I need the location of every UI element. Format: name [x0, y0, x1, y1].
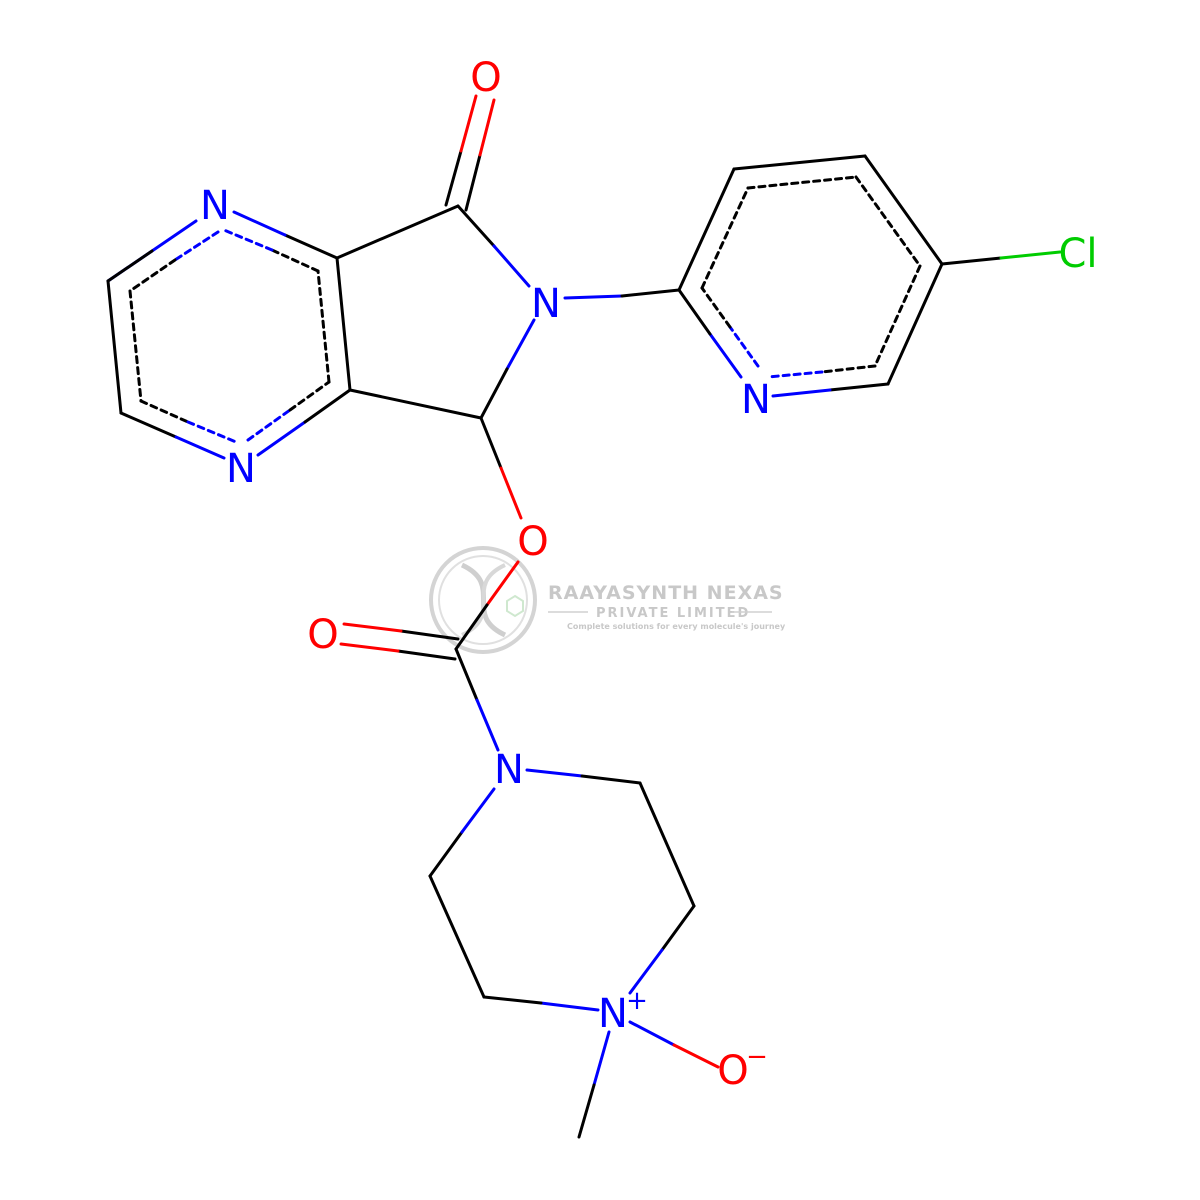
atom-cl: Cl [1058, 231, 1097, 277]
bond-pyridine-6 [708, 332, 743, 379]
bond-carbonyl-top-1 [444, 149, 463, 207]
bond-pyridine-arom-1 [700, 186, 750, 290]
bond-lactam-c-c [335, 204, 460, 260]
bond-c-cl [940, 256, 1003, 266]
bond-pyrazine-arom-6 [270, 248, 320, 273]
watermark-tagline: Complete solutions for every molecule's … [567, 622, 786, 631]
atom-n-pyrazine-top: N [200, 183, 230, 229]
atom-o-carbonyl-top: O [470, 55, 501, 101]
watermark-logo-icon [429, 546, 537, 654]
bond-pyrazine-arom-1 [173, 230, 220, 262]
atom-o-carbamate: O [307, 612, 338, 658]
atom-o-oxide: O [717, 1048, 748, 1094]
bond-pyrazine-c-n2 [119, 411, 178, 439]
bond-piperazine-1 [525, 768, 584, 778]
bond-pyridine-arom-6 [728, 325, 760, 368]
watermark-dna-strand-icon-2 [461, 563, 506, 637]
bond-carbamate-co-2b [339, 642, 400, 653]
bond-piperazine-5 [428, 874, 486, 999]
bond-lactam-n-c [505, 318, 536, 371]
bond-carbamate-co-1 [399, 629, 460, 641]
atom-n-pyridine: N [741, 377, 771, 423]
bond-o-c-carbamate-b [454, 603, 489, 651]
bond-lactam-n-c-b [479, 367, 509, 420]
bond-pyrazine-c-c [106, 279, 123, 415]
company-watermark: RAAYASYNTH NEXAS PRIVATE LIMITED Complet… [429, 546, 786, 654]
bond-pyridine-1 [677, 167, 736, 292]
bond-piperazine-4b [482, 995, 543, 1005]
bond-pyrazine-fusion [335, 256, 352, 392]
bond-pyridine-arom-5b [766, 370, 824, 379]
bond-pyrazine-arom-4 [246, 408, 292, 442]
bond-pyrazine-arom-6b [222, 228, 274, 252]
bond-lactam-c-c2 [348, 388, 483, 420]
atom-n-piperazine: N [494, 747, 524, 793]
bonds [106, 94, 1062, 1139]
bond-carbamate-co-2 [396, 649, 457, 661]
atom-n-lactam: N [531, 281, 561, 327]
bond-pyridine-arom-3 [854, 175, 922, 268]
bond-pyrazine-arom-2 [128, 289, 143, 403]
atom-o-ester: O [517, 519, 548, 565]
bond-carbonyl-top-2 [464, 153, 482, 212]
bond-pyrazine-c-n1 [283, 233, 339, 260]
bond-piperazine-2 [638, 781, 696, 908]
atom-o-oxide-charge: − [746, 1042, 768, 1072]
bond-pyrazine-arom-4b [288, 380, 331, 412]
bond-pyridine-arom-2 [746, 175, 858, 190]
bond-c-o-ester [479, 416, 503, 470]
bond-pyrazine-arom-3 [139, 399, 190, 424]
bond-pyrazine-n2-c [256, 420, 307, 457]
bond-pyrazine-n2-c-b [303, 388, 352, 424]
atom-n-oxide: N [598, 991, 628, 1037]
bond-lactam-c-n-b [492, 244, 531, 288]
bond-n-oxide-b [672, 1043, 720, 1069]
bond-n-pyridine [563, 294, 624, 300]
bond-n-methyl-b [577, 1083, 596, 1139]
watermark-subtitle: PRIVATE LIMITED [596, 606, 750, 621]
bond-pyrazine-arom-3b [186, 420, 238, 444]
bond-n-oxide [628, 1020, 676, 1047]
bond-pyrazine-arom-5 [316, 269, 331, 384]
bond-c-cl-b [999, 250, 1062, 260]
bond-pyrazine-n1-c-b [106, 249, 154, 283]
atom-n-oxide-charge: + [626, 986, 648, 1016]
bond-pyridine-2 [732, 154, 867, 171]
watermark-title: RAAYASYNTH NEXAS [548, 582, 784, 604]
bond-pyridine-5b [771, 388, 832, 398]
bond-carbonyl-top-2b [478, 98, 496, 157]
watermark-logo-inner-ring [438, 555, 528, 645]
bond-piperazine-3b [628, 948, 664, 995]
bond-pyridine-4 [886, 262, 944, 386]
bond-c-n-piperazine-b [475, 698, 500, 752]
bond-piperazine-1b [580, 774, 642, 785]
bond-piperazine-3 [660, 904, 696, 952]
bond-pyridine-arom-6b [700, 286, 732, 329]
bond-pyridine-6b [677, 288, 712, 336]
watermark-hexagon-icon [506, 594, 524, 618]
bond-pyridine-arom-5 [820, 364, 877, 374]
bond-piperazine-6 [428, 830, 464, 878]
bond-pyridine-5 [828, 382, 890, 392]
atom-n-pyrazine-bottom: N [226, 446, 256, 492]
bond-pyrazine-c-n2-b [174, 435, 226, 460]
bond-pyridine-3 [863, 154, 944, 266]
bond-piperazine-4 [539, 1001, 600, 1012]
bond-pyrazine-arom-1b [128, 258, 177, 293]
bond-o-c-carbamate [485, 560, 520, 607]
bond-c-n-piperazine [454, 647, 479, 702]
bond-carbamate-co-1b [342, 622, 403, 633]
bond-lactam-c-n [456, 204, 496, 248]
bond-piperazine-6b [460, 787, 496, 834]
bond-pyrazine-c-n1-b [232, 210, 287, 237]
bond-pyridine-arom-4 [873, 264, 922, 368]
bond-c-o-ester-b [499, 466, 523, 520]
bond-carbonyl-top-1b [459, 94, 478, 153]
bond-n-pyridine-b [620, 288, 681, 298]
bond-n-methyl [592, 1030, 611, 1087]
atom-labels: N N N O N Cl O O N N + O − [200, 55, 1097, 1094]
